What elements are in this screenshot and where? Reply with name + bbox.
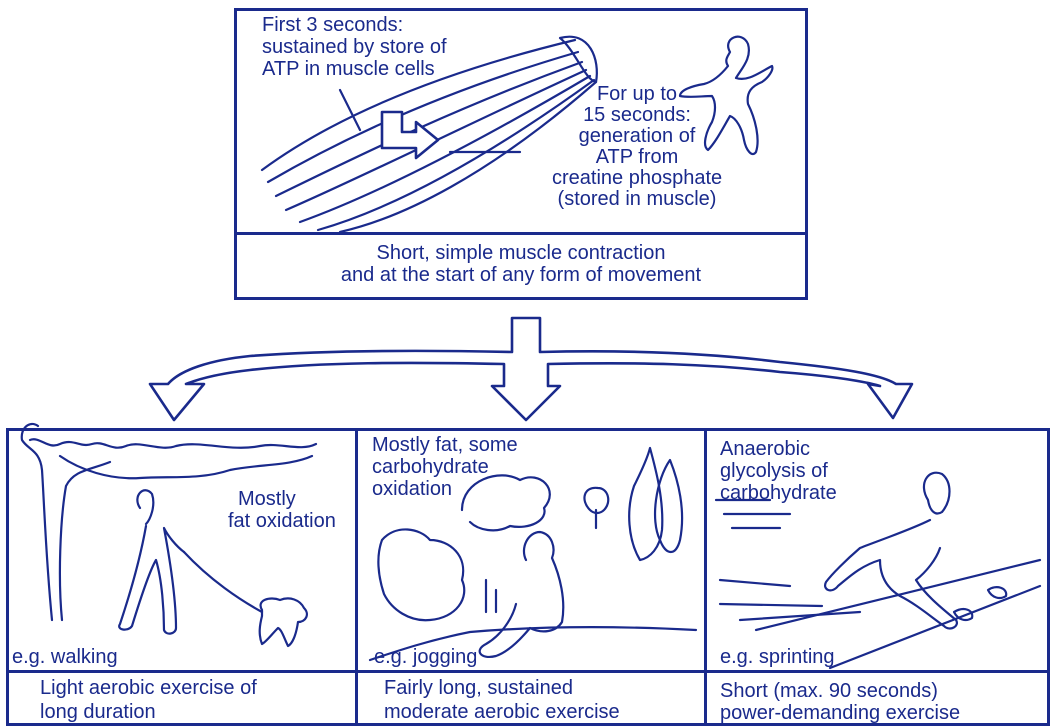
walking-illustration	[22, 424, 316, 646]
jogging-heading-line-2: carbohydrate	[372, 456, 518, 478]
jogging-heading: Mostly fat, some carbohydrate oxidation	[372, 434, 518, 500]
atp-store-line-2: sustained by store of	[262, 36, 447, 58]
walking-caption-line-1: Light aerobic exercise of	[40, 676, 257, 700]
creatine-line-4: ATP from	[552, 147, 722, 168]
jogging-caption: Fairly long, sustained moderate aerobic …	[384, 676, 620, 724]
creatine-line-5: creatine phosphate	[552, 168, 722, 189]
branching-arrow-icon	[150, 318, 912, 420]
top-caption: Short, simple muscle contraction and at …	[234, 242, 808, 286]
sprinting-caption-line-2: power-demanding exercise	[720, 702, 960, 724]
walking-heading-line-2: fat oxidation	[228, 510, 336, 532]
walking-heading-line-1: Mostly	[228, 488, 336, 510]
sprinting-heading-line-3: carbohydrate	[720, 482, 837, 504]
top-caption-line-2: and at the start of any form of movement	[234, 264, 808, 286]
creatine-line-6: (stored in muscle)	[552, 189, 722, 210]
creatine-line-2: 15 seconds:	[552, 105, 722, 126]
jogging-caption-line-1: Fairly long, sustained	[384, 676, 620, 700]
sprinting-example: e.g. sprinting	[720, 646, 835, 668]
creatine-line-1: For up to	[552, 84, 722, 105]
top-caption-line-1: Short, simple muscle contraction	[234, 242, 808, 264]
sprinting-heading-line-1: Anaerobic	[720, 438, 837, 460]
atp-store-line-3: ATP in muscle cells	[262, 58, 447, 80]
atp-store-line-1: First 3 seconds:	[262, 14, 447, 36]
walking-caption-line-2: long duration	[40, 700, 257, 724]
jogging-example: e.g. jogging	[374, 646, 477, 668]
walking-caption: Light aerobic exercise of long duration	[40, 676, 257, 724]
creatine-label: For up to 15 seconds: generation of ATP …	[552, 84, 722, 210]
jogging-heading-line-1: Mostly fat, some	[372, 434, 518, 456]
creatine-line-3: generation of	[552, 126, 722, 147]
atp-store-label: First 3 seconds: sustained by store of A…	[262, 14, 447, 80]
walking-example: e.g. walking	[12, 646, 118, 668]
sprinting-heading: Anaerobic glycolysis of carbohydrate	[720, 438, 837, 504]
jogging-caption-line-2: moderate aerobic exercise	[384, 700, 620, 724]
sprinting-caption: Short (max. 90 seconds) power-demanding …	[720, 680, 960, 724]
sprinting-caption-line-1: Short (max. 90 seconds)	[720, 680, 960, 702]
jogging-heading-line-3: oxidation	[372, 478, 518, 500]
sprinting-heading-line-2: glycolysis of	[720, 460, 837, 482]
atp-arrow-icon	[382, 112, 438, 158]
walking-heading: Mostly fat oxidation	[228, 488, 336, 532]
